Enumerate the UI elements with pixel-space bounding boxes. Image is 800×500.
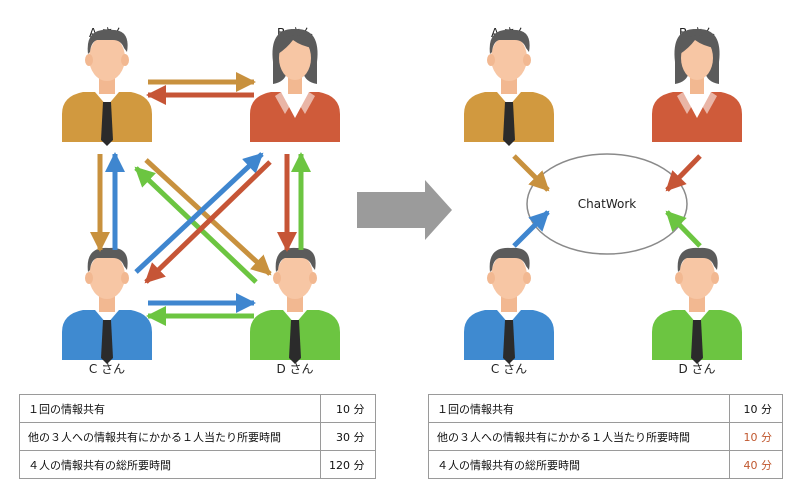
row-label: ４人の情報共有の総所要時間 xyxy=(19,450,321,479)
row-value: 120 分 xyxy=(320,450,376,479)
table-row: ４人の情報共有の総所要時間 120 分 xyxy=(19,450,376,479)
right-network: A さん B さん C さん D さん ChatWork xyxy=(464,26,742,376)
row-label: １回の情報共有 xyxy=(19,394,321,423)
row-label: 他の３人への情報共有にかかる１人当たり所要時間 xyxy=(19,422,321,451)
arrow-d-to-hub xyxy=(665,210,702,248)
person-b-right-icon xyxy=(652,28,742,142)
label-person-c-right: C さん xyxy=(491,362,527,376)
row-value: 10 分 xyxy=(729,394,783,423)
arrow-c-to-b xyxy=(134,152,264,274)
arrow-d-to-a xyxy=(134,166,258,284)
row-label: 他の３人への情報共有にかかる１人当たり所要時間 xyxy=(428,422,730,451)
chatwork-hub xyxy=(526,153,688,255)
table-row: 他の３人への情報共有にかかる１人当たり所要時間 30 分 xyxy=(19,422,376,451)
left-network: A さん B さん C さん D さん xyxy=(62,26,340,376)
person-d-right-icon xyxy=(652,247,742,364)
table-row: １回の情報共有 10 分 xyxy=(19,394,376,423)
row-label: １回の情報共有 xyxy=(428,394,730,423)
table-row: ４人の情報共有の総所要時間 40 分 xyxy=(428,450,783,479)
chatwork-hub-label: ChatWork xyxy=(578,197,636,211)
time-table-after: １回の情報共有 10 分 他の３人への情報共有にかかる１人当たり所要時間 10 … xyxy=(428,394,783,479)
row-value-highlight: 40 分 xyxy=(729,450,783,479)
arrow-b-to-c xyxy=(144,160,272,284)
person-c-right-icon xyxy=(464,247,554,364)
person-a-left-icon xyxy=(62,29,152,146)
arrow-b-to-hub xyxy=(665,154,702,192)
person-c-left-icon xyxy=(62,247,152,364)
row-value: 30 分 xyxy=(320,422,376,451)
row-value-highlight: 10 分 xyxy=(729,422,783,451)
table-row: １回の情報共有 10 分 xyxy=(428,394,783,423)
row-label: ４人の情報共有の総所要時間 xyxy=(428,450,730,479)
person-b-left-icon xyxy=(250,28,340,142)
time-table-before: １回の情報共有 10 分 他の３人への情報共有にかかる１人当たり所要時間 30 … xyxy=(19,394,376,479)
table-row: 他の３人への情報共有にかかる１人当たり所要時間 10 分 xyxy=(428,422,783,451)
label-person-c-left: C さん xyxy=(89,362,125,376)
label-person-d-left: D さん xyxy=(276,362,313,376)
arrow-a-to-hub xyxy=(512,154,550,192)
transition-arrow-icon xyxy=(357,180,452,240)
person-a-right-icon xyxy=(464,29,554,146)
arrow-c-to-hub xyxy=(512,210,550,248)
label-person-d-right: D さん xyxy=(678,362,715,376)
row-value: 10 分 xyxy=(320,394,376,423)
arrow-a-to-d xyxy=(144,158,272,276)
